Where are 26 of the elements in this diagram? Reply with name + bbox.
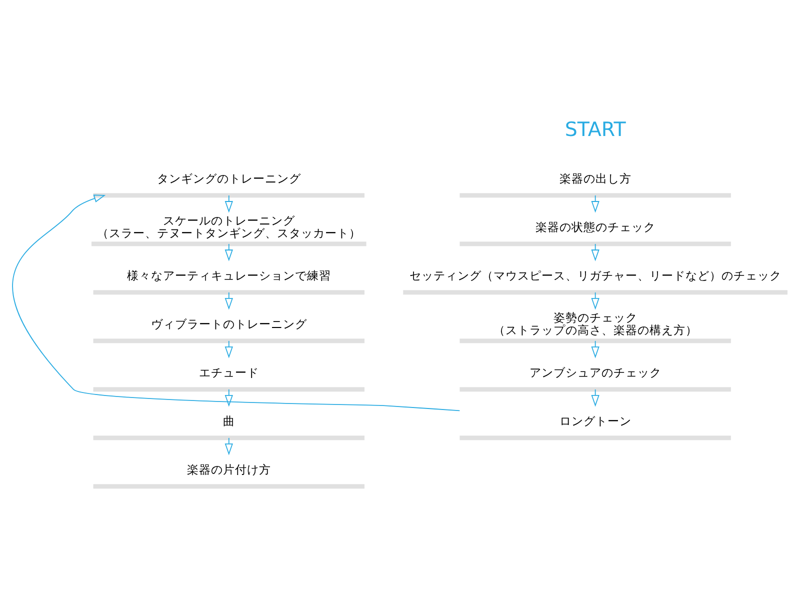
node-text: 楽器の出し方: [559, 170, 632, 185]
arrow: [591, 388, 600, 406]
node-text: アンブシュアのチェック: [529, 364, 662, 379]
label: START: [564, 117, 626, 140]
node-text: ロングトーン: [559, 413, 632, 428]
arrow: [12, 194, 460, 411]
arrow: [591, 340, 600, 358]
node-text: セッティング（マウスピース、リガチャー、リードなど）のチェック: [409, 268, 782, 282]
arrow: [224, 194, 233, 212]
node-text: 楽器の状態のチェック: [535, 219, 656, 234]
arrow: [224, 340, 233, 358]
node-text: エチュード: [198, 364, 259, 379]
node-text: 楽器の片付け方: [186, 462, 271, 476]
arrow: [591, 194, 600, 212]
node-text: スケールのトレーニング （スラー、テヌートタンギング、スタッカート）: [96, 213, 361, 240]
node-text: ヴィブラートのトレーニング: [150, 316, 307, 330]
node-text: 姿勢のチェック （ストラップの高さ、楽器の構え方）: [493, 310, 698, 337]
node-text: タンギングのトレーニング: [156, 170, 301, 185]
arrow: [591, 292, 600, 310]
node-text: 曲: [222, 413, 235, 428]
node-text: 様々なアーティキュレーションで練習: [126, 268, 331, 282]
arrow: [224, 292, 233, 310]
arrow: [224, 388, 233, 406]
arrow: [591, 243, 600, 261]
arrow: [224, 436, 233, 455]
arrow: [224, 243, 233, 261]
